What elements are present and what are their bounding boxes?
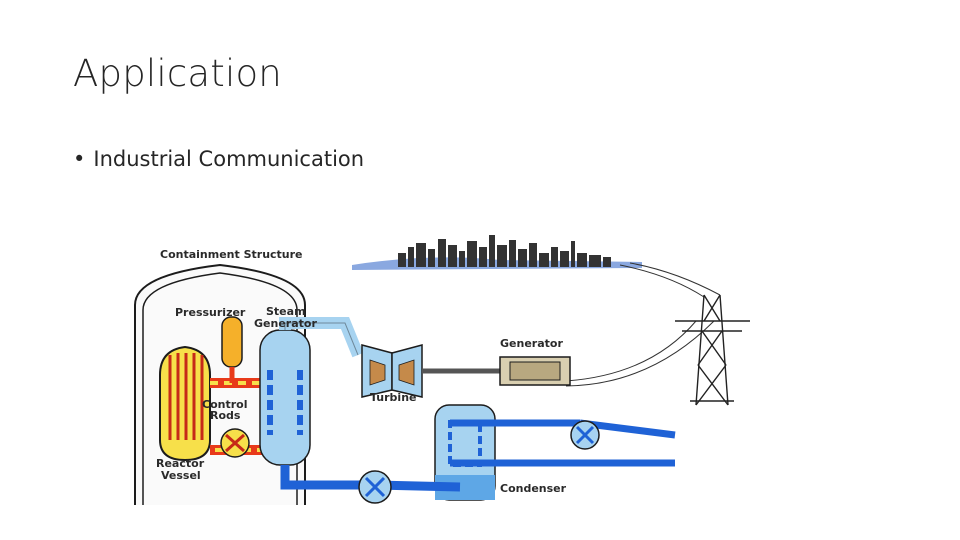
steam-generator — [259, 329, 311, 466]
power-lines — [565, 262, 721, 387]
label-condenser: Condenser — [500, 482, 567, 495]
turbine — [361, 344, 423, 398]
label-steam-generator-2: Generator — [254, 317, 317, 330]
label-pressurizer: Pressurizer — [175, 306, 246, 319]
nuclear-plant-diagram: Containment Structure Pressurizer Steam … — [134, 235, 750, 505]
bullet-list: • Industrial Communication — [73, 147, 364, 171]
city-skyline — [352, 235, 642, 270]
label-control-rods-1: Control — [202, 398, 247, 411]
bullet-item: • Industrial Communication — [73, 147, 364, 171]
steam-pipe — [279, 317, 364, 358]
label-generator: Generator — [500, 337, 563, 350]
label-control-rods-2: Rods — [210, 409, 241, 422]
bullet-dot: • — [73, 147, 86, 171]
label-turbine: Turbine — [370, 391, 417, 404]
bullet-text: Industrial Communication — [93, 147, 365, 171]
slide-title: Application — [73, 52, 282, 95]
generator-unit — [499, 356, 571, 386]
feedwater-loop — [280, 465, 461, 492]
label-reactor-vessel-1: Reactor — [156, 457, 205, 470]
transmission-tower — [675, 294, 750, 406]
cooling-water-loop — [450, 419, 675, 467]
label-steam-generator-1: Steam — [266, 305, 306, 318]
reactor-vessel — [159, 345, 211, 462]
label-reactor-vessel-2: Vessel — [161, 469, 201, 482]
pressurizer-tank — [221, 316, 243, 368]
label-containment: Containment Structure — [160, 248, 303, 261]
